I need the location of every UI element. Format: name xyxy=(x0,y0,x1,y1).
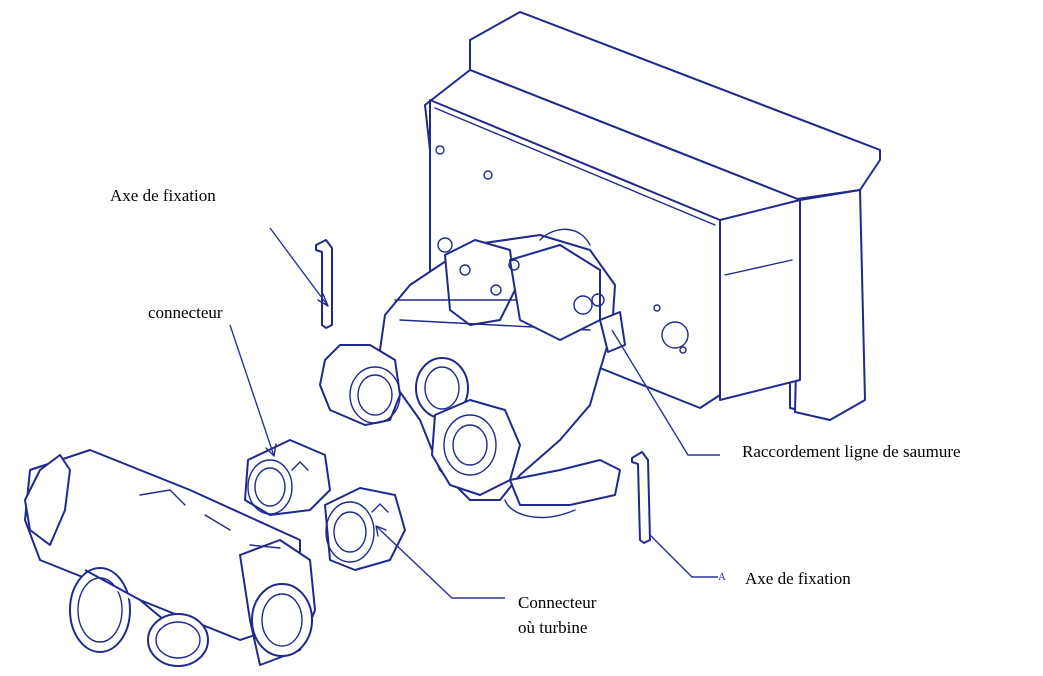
leader-raccordement xyxy=(611,329,720,456)
bypass-assembly xyxy=(24,449,316,667)
connector-upper xyxy=(244,439,331,516)
connector-turbine xyxy=(324,487,406,571)
label-connecteur-turbine-line1: Connecteur xyxy=(518,593,597,612)
leader-turbine-arrow xyxy=(375,525,387,537)
leader-axe-top xyxy=(269,227,329,307)
label-connecteur-turbine-line2: où turbine xyxy=(518,618,588,637)
label-axe-fixation-top: Axe de fixation xyxy=(110,186,216,205)
label-connecteur: connecteur xyxy=(148,303,223,322)
label-axe-fixation-bottom: Axe de fixation xyxy=(745,569,851,588)
pin-lower xyxy=(631,451,651,544)
pin-upper xyxy=(315,239,333,329)
valve-body xyxy=(319,228,626,518)
leader-turbine xyxy=(375,525,505,599)
leader-axe-top-arrow xyxy=(317,293,329,307)
leader-connecteur xyxy=(229,324,275,457)
label-raccordement: Raccordement ligne de saumure xyxy=(742,442,961,461)
leader-connecteur-arrow xyxy=(265,443,277,457)
label-small-mark: A xyxy=(718,571,726,583)
leader-axe-bottom xyxy=(649,534,718,578)
controller-housing xyxy=(424,11,881,421)
